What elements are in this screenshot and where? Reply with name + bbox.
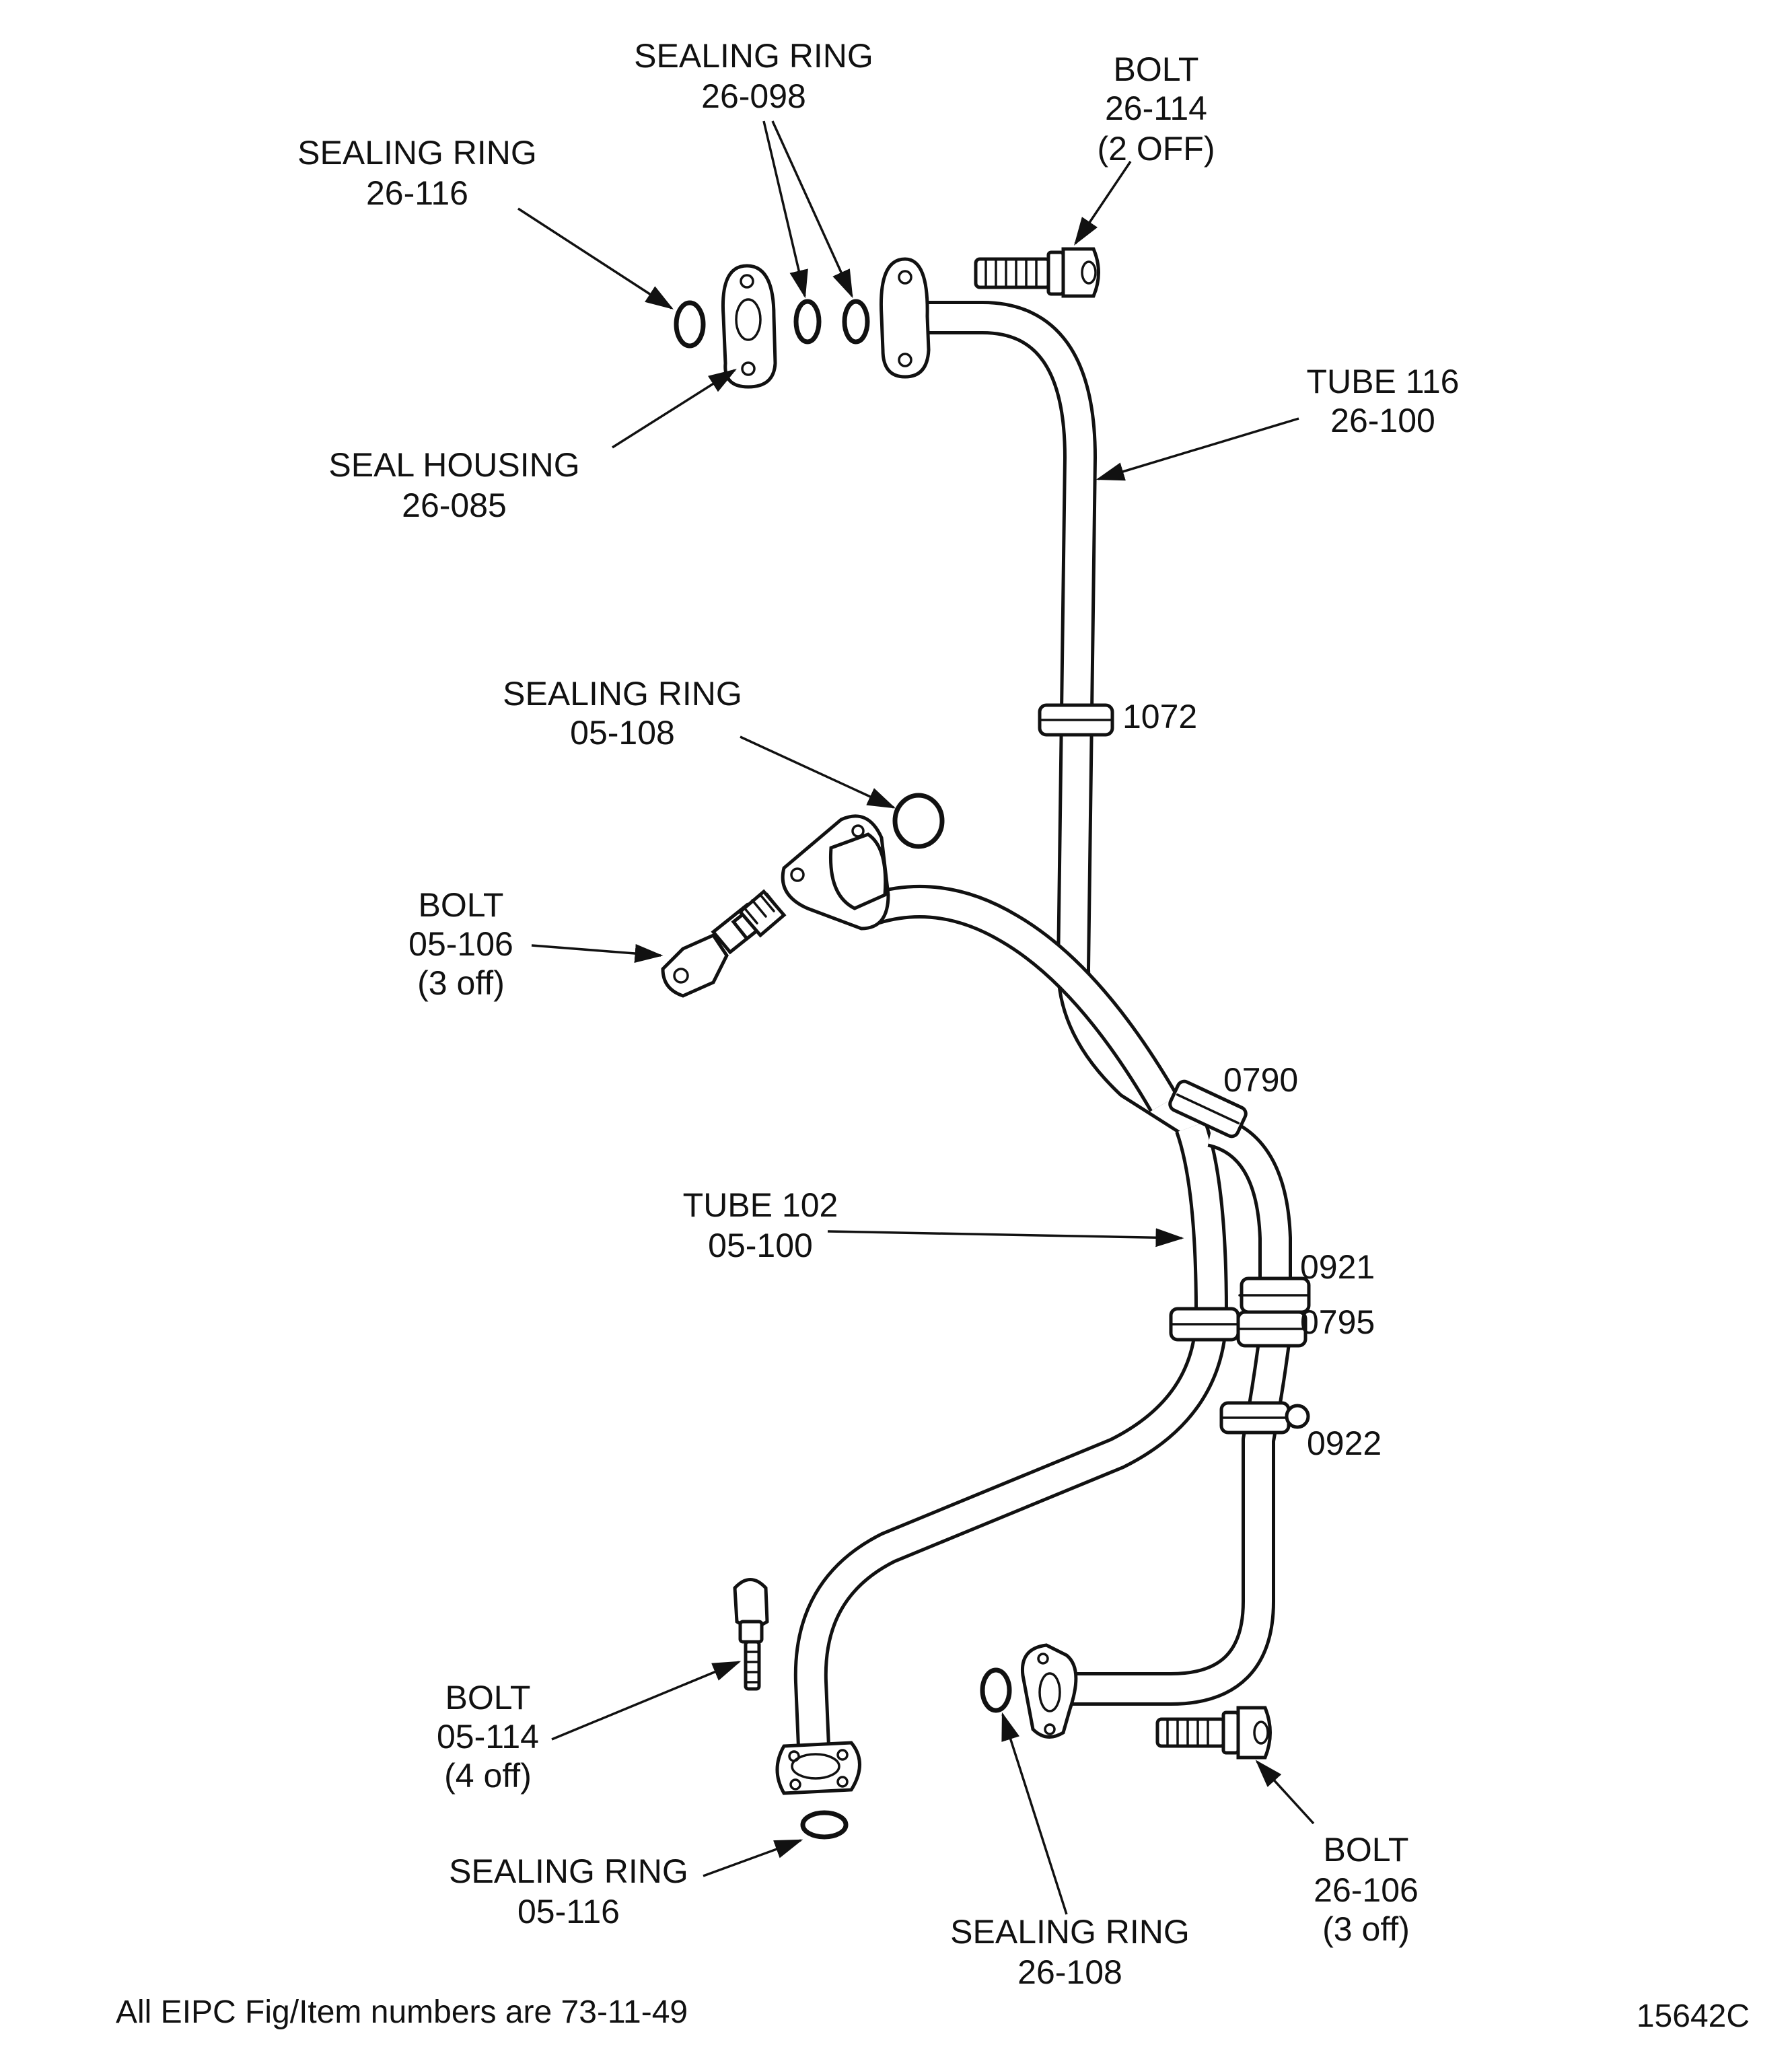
label-seal-housing-name: SEAL HOUSING <box>328 446 579 484</box>
svg-text:SEALING RING: SEALING RING <box>503 675 742 713</box>
bolt-26-106 <box>1155 1706 1272 1760</box>
svg-text:SEALING RING: SEALING RING <box>297 134 537 172</box>
svg-text:26-098: 26-098 <box>701 77 806 115</box>
label-clamp-0795: 0795 <box>1300 1303 1375 1341</box>
tube-lower-right <box>1063 1114 1292 1706</box>
label-sealing-ring-05-108-number: 05-108 <box>570 714 675 752</box>
clamp-1072 <box>1038 703 1114 737</box>
svg-text:BOLT: BOLT <box>1324 1831 1409 1869</box>
tube-102-flange <box>775 1741 861 1795</box>
svg-text:05-114: 05-114 <box>437 1718 539 1756</box>
svg-text:26-114: 26-114 <box>1105 89 1207 127</box>
svg-text:SEAL HOUSING: SEAL HOUSING <box>328 446 579 484</box>
svg-text:05-100: 05-100 <box>708 1227 813 1264</box>
label-sealing-ring-26-108-number: 26-108 <box>1017 1953 1122 1991</box>
label-bolt-05-114-number: 05-114 <box>437 1718 539 1756</box>
svg-text:26-085: 26-085 <box>402 486 507 524</box>
label-seal-housing-number: 26-085 <box>402 486 507 524</box>
label-sealing-ring-05-116-name: SEALING RING <box>449 1852 688 1890</box>
clamp-0921-0795 <box>1169 1276 1311 1348</box>
svg-text:(4 off): (4 off) <box>444 1757 532 1795</box>
label-sealing-ring-26-116-number: 26-116 <box>366 174 468 212</box>
sealing-ring-26-108 <box>980 1667 1012 1713</box>
bolt-05-114 <box>733 1578 769 1691</box>
label-bolt-26-106-name: BOLT <box>1324 1831 1409 1869</box>
seal-housing-26-085 <box>721 264 777 389</box>
label-sealing-ring-26-098-name: SEALING RING <box>634 37 873 75</box>
svg-text:0921: 0921 <box>1300 1248 1375 1286</box>
tube-branch-upper <box>869 885 1179 1112</box>
clamp-0922 <box>1219 1401 1310 1435</box>
tube-102 <box>793 1121 1228 1764</box>
svg-text:05-116: 05-116 <box>517 1893 620 1930</box>
bolt-26-114 <box>974 247 1100 298</box>
label-clamp-1072: 1072 <box>1122 698 1197 735</box>
svg-text:BOLT: BOLT <box>445 1679 531 1716</box>
svg-text:(3 off): (3 off) <box>417 964 505 1002</box>
svg-text:26-106: 26-106 <box>1314 1871 1419 1909</box>
svg-text:BOLT: BOLT <box>1114 50 1199 88</box>
label-sealing-ring-05-108-name: SEALING RING <box>503 675 742 713</box>
elbow-flange-05 <box>781 814 890 931</box>
sealing-ring-26-098 <box>793 299 870 345</box>
label-tube-102-number: 05-100 <box>708 1227 813 1264</box>
svg-text:TUBE 102: TUBE 102 <box>683 1186 838 1224</box>
svg-text:(2 OFF): (2 OFF) <box>1098 130 1215 168</box>
label-sealing-ring-26-108-name: SEALING RING <box>950 1913 1190 1951</box>
label-tube-102-name: TUBE 102 <box>683 1186 838 1224</box>
label-bolt-05-106-qty: (3 off) <box>417 964 505 1002</box>
label-sealing-ring-26-116-name: SEALING RING <box>297 134 537 172</box>
tube-lower-right-flange <box>1020 1643 1078 1739</box>
label-bolt-05-114-name: BOLT <box>445 1679 531 1716</box>
label-bolt-05-106-number: 05-106 <box>408 925 513 963</box>
svg-text:26-108: 26-108 <box>1017 1953 1122 1991</box>
svg-text:All EIPC Fig/Item numbers are: All EIPC Fig/Item numbers are 73-11-49 <box>116 1994 688 2030</box>
leader-lines <box>517 120 1315 1915</box>
svg-text:0790: 0790 <box>1223 1061 1298 1099</box>
tube-116 <box>905 301 1214 1145</box>
label-bolt-05-114-qty: (4 off) <box>444 1757 532 1795</box>
svg-text:0795: 0795 <box>1300 1303 1375 1341</box>
svg-text:(3 off): (3 off) <box>1322 1910 1410 1948</box>
svg-text:05-106: 05-106 <box>408 925 513 963</box>
svg-text:TUBE 116: TUBE 116 <box>1307 363 1460 400</box>
label-bolt-26-114-name: BOLT <box>1114 50 1199 88</box>
svg-text:SEALING RING: SEALING RING <box>449 1852 688 1890</box>
sealing-ring-26-116 <box>674 300 706 349</box>
svg-text:SEALING RING: SEALING RING <box>634 37 873 75</box>
label-bolt-05-106-name: BOLT <box>419 886 504 924</box>
label-clamp-0922: 0922 <box>1307 1424 1382 1462</box>
label-clamp-0921: 0921 <box>1300 1248 1375 1286</box>
label-sealing-ring-05-116-number: 05-116 <box>517 1893 620 1930</box>
label-tube-116-number: 26-100 <box>1330 402 1435 439</box>
figure-id: 15642C <box>1637 1998 1750 2034</box>
svg-text:0922: 0922 <box>1307 1424 1382 1462</box>
svg-text:26-116: 26-116 <box>366 174 468 212</box>
label-bolt-26-106-qty: (3 off) <box>1322 1910 1410 1948</box>
sealing-ring-05-108 <box>892 793 945 849</box>
footnote: All EIPC Fig/Item numbers are 73-11-49 <box>116 1994 688 2030</box>
svg-text:BOLT: BOLT <box>419 886 504 924</box>
svg-text:15642C: 15642C <box>1637 1998 1750 2034</box>
svg-text:26-100: 26-100 <box>1330 402 1435 439</box>
bolt-05-106 <box>661 889 787 998</box>
clamp-0790 <box>1168 1079 1248 1138</box>
svg-text:SEALING RING: SEALING RING <box>950 1913 1190 1951</box>
svg-text:05-108: 05-108 <box>570 714 675 752</box>
label-bolt-26-106-number: 26-106 <box>1314 1871 1419 1909</box>
label-tube-116-name: TUBE 116 <box>1307 363 1460 400</box>
svg-text:1072: 1072 <box>1122 698 1197 735</box>
tube-116-flange <box>879 257 931 379</box>
label-sealing-ring-26-098-number: 26-098 <box>701 77 806 115</box>
sealing-ring-05-116 <box>800 1810 849 1840</box>
label-bolt-26-114-qty: (2 OFF) <box>1098 130 1215 168</box>
label-bolt-26-114-number: 26-114 <box>1105 89 1207 127</box>
label-clamp-0790: 0790 <box>1223 1061 1298 1099</box>
